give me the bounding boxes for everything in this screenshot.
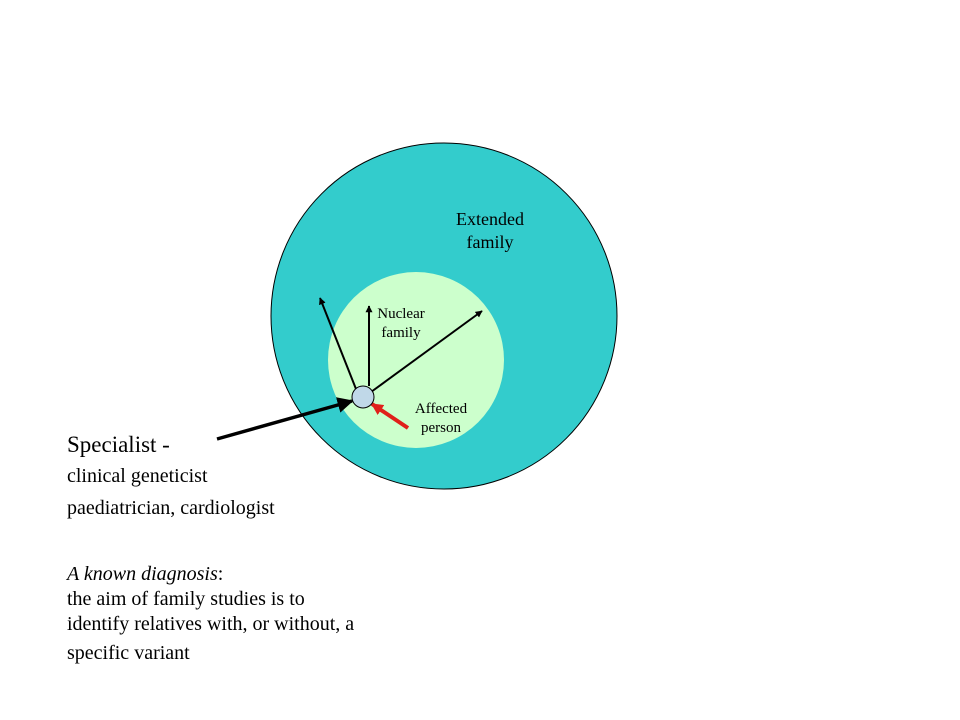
extended-family-label: Extended family [430, 208, 550, 253]
specialist-line-2: paediatrician, cardiologist [67, 497, 275, 519]
diagnosis-heading-suffix: : [217, 563, 224, 585]
nuclear-family-label-line-1: Nuclear [377, 306, 425, 322]
diagnosis-line-1: the aim of family studies is to [67, 588, 305, 610]
diagnosis-heading-line: A known diagnosis: [67, 562, 354, 587]
diagnosis-heading: A known diagnosis [67, 563, 218, 585]
specialist-line-1: clinical geneticist [67, 465, 208, 487]
affected-person-node [351, 385, 375, 409]
affected-person-label: Affected person [395, 400, 487, 438]
affected-person-label-line-2: person [421, 419, 461, 436]
affected-person-arrow [370, 402, 410, 430]
nuclear-family-label: Nuclear family [356, 305, 446, 343]
arrow-to-extended-left [319, 297, 357, 390]
diagnosis-line-3: specific variant [67, 642, 190, 664]
diagnosis-block: A known diagnosis: the aim of family stu… [67, 562, 354, 666]
extended-family-label-line-2: family [466, 231, 514, 252]
extended-family-label-line-1: Extended [456, 209, 524, 229]
specialist-title: Specialist - [67, 432, 170, 457]
specialist-arrow [216, 397, 354, 441]
affected-person-label-line-1: Affected [414, 401, 468, 417]
arrow-to-extended-right [370, 310, 483, 393]
diagnosis-line-2: identify relatives with, or without, a [67, 613, 355, 635]
nuclear-family-label-line-2: family [381, 324, 421, 341]
